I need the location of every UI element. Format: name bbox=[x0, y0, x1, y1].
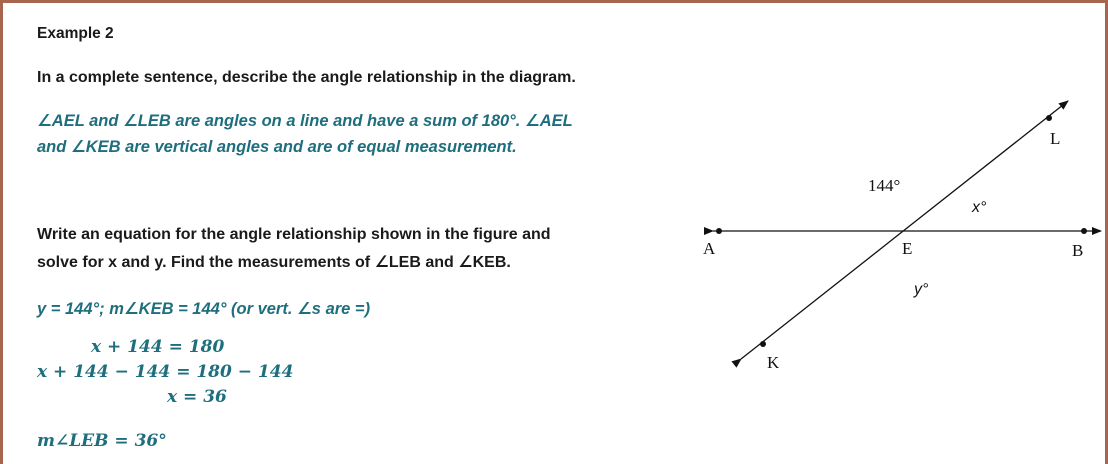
answer-1-line-1: ∠AEL and ∠LEB are angles on a line and h… bbox=[37, 112, 573, 130]
label-k: K bbox=[767, 353, 780, 372]
question-2-line-2: solve for x and y. Find the measurements… bbox=[37, 254, 511, 271]
label-a: A bbox=[703, 239, 716, 258]
example-title: Example 2 bbox=[37, 25, 114, 42]
final-answer: m∠LEB = 36° bbox=[37, 431, 167, 451]
point-b-dot bbox=[1081, 228, 1087, 234]
equation-3: x = 36 bbox=[167, 387, 227, 407]
point-l-dot bbox=[1046, 115, 1052, 121]
label-l: L bbox=[1050, 129, 1060, 148]
angle-x-label: x° bbox=[971, 199, 987, 216]
angle-y-label: y° bbox=[913, 281, 929, 298]
angle-diagram: A E B L K 144° x° y° bbox=[703, 100, 1102, 372]
angle-144-label: 144° bbox=[868, 176, 900, 195]
label-e: E bbox=[902, 239, 912, 258]
label-b: B bbox=[1072, 241, 1083, 260]
point-a-dot bbox=[716, 228, 722, 234]
equation-1: x + 144 = 180 bbox=[91, 337, 225, 357]
line-kl bbox=[731, 100, 1069, 368]
question-2-line-1: Write an equation for the angle relation… bbox=[37, 226, 551, 243]
question-1: In a complete sentence, describe the ang… bbox=[37, 69, 576, 86]
equation-2: x + 144 − 144 = 180 − 144 bbox=[37, 362, 294, 382]
answer-1-line-2: and ∠KEB are vertical angles and are of … bbox=[37, 138, 517, 156]
answer-2-line-1: y = 144°; m∠KEB = 144° (or vert. ∠s are … bbox=[37, 300, 371, 318]
point-k-dot bbox=[760, 341, 766, 347]
